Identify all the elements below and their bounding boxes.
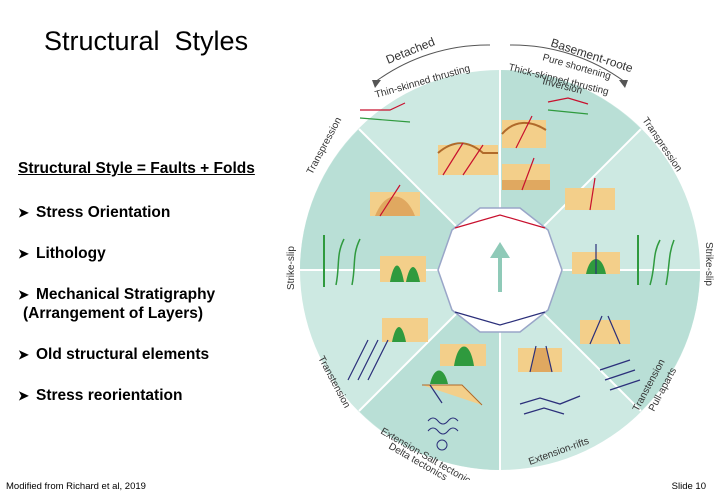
bullet-lithology: ➤ Lithology — [18, 244, 215, 263]
bullet-stress-reorientation: ➤ Stress reorientation — [18, 386, 215, 405]
bullet-mechanical-stratigraphy: ➤ Mechanical Stratigraphy (Arrangement of… — [18, 285, 215, 323]
label-strike-slip-right: Strike-slip — [703, 242, 714, 286]
bullet-old-structural-elements: ➤ Old structural elements — [18, 345, 215, 364]
slide-title: Structural Styles — [44, 26, 249, 56]
bullet-text: Stress reorientation — [36, 387, 183, 404]
arrowhead-bullet-icon: ➤ — [18, 388, 29, 403]
arrowhead-bullet-icon: ➤ — [18, 246, 29, 261]
arrowhead-bullet-icon: ➤ — [18, 347, 29, 362]
bullet-text: Mechanical Stratigraphy — [36, 286, 216, 303]
arrowhead-bullet-icon: ➤ — [18, 287, 29, 302]
source-credit: Modified from Richard et al, 2019 — [6, 481, 146, 492]
bullet-text: Old structural elements — [36, 346, 210, 363]
bullet-stress-orientation: ➤ Stress Orientation — [18, 203, 215, 222]
basement-arc-arrow — [509, 44, 626, 83]
bullet-text: Stress Orientation — [36, 204, 171, 221]
bullet-continuation: (Arrangement of Layers) — [23, 305, 204, 322]
bullet-text: Lithology — [36, 245, 106, 262]
detached-arc-arrow — [374, 44, 491, 83]
stress-arrow-icon — [490, 242, 510, 292]
cross-section-thumbnails — [323, 97, 675, 451]
arrowhead-bullet-icon: ➤ — [18, 205, 29, 220]
structural-styles-wheel: Detached Basement-roote Pure shortening … — [286, 35, 714, 480]
label-strike-slip-left: Strike-slip — [286, 246, 297, 290]
factor-list: ➤ Stress Orientation ➤ Lithology ➤ Mechanic… — [18, 203, 215, 427]
definition-subtitle: Structural Style = Faults + Folds — [18, 160, 255, 177]
slide-number: Slide 10 — [671, 481, 706, 492]
